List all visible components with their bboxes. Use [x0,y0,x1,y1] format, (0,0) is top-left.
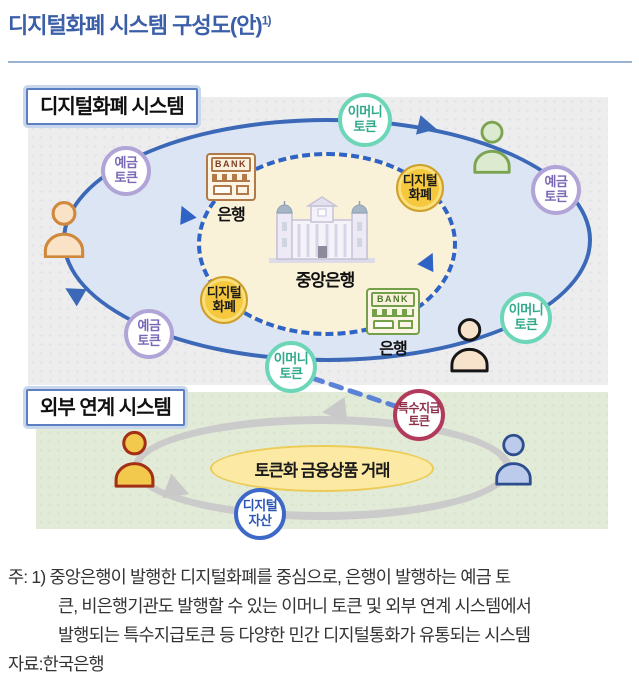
title-footnote-ref: 1) [261,13,272,28]
emoney-token-bottom: 이머니 토큰 [265,341,317,393]
user-icon-blue [495,433,532,486]
central-bank-building-icon [269,196,375,263]
bank-window [373,320,395,329]
bank-icon-orange: BANK [206,153,256,201]
title-divider [8,61,632,63]
emoney-token-top: 이머니 토큰 [338,93,392,147]
emoney-token-right: 이머니 토큰 [500,292,552,344]
external-system-label: 외부 연계 시스템 [26,389,185,426]
digital-currency-system-label: 디지털화폐 시스템 [26,88,198,125]
page-title: 디지털화폐 시스템 구성도(안)1) [8,8,272,40]
deposit-token-right: 예금 토큰 [531,165,581,215]
note-line: 발행되는 특수지급토큰 등 다양한 민간 디지털통화가 유통되는 시스템 [58,625,531,645]
cbdc-coin-bottom: 디지털 화폐 [200,276,248,324]
special-payment-token: 특수지급 토큰 [393,389,445,441]
note-line: 주: 1) 중앙은행이 발행한 디지털화폐를 중심으로, 은행이 발행하는 예금… [8,567,511,587]
bank-sign-text: BANK [211,157,251,172]
bank-sign-text: BANK [371,292,415,307]
footnotes: 주: 1) 중앙은행이 발행한 디지털화폐를 중심으로, 은행이 발행하는 예금… [8,563,634,678]
page-title-text: 디지털화폐 시스템 구성도(안) [8,13,263,38]
bank-window [213,185,232,195]
bank-door [398,320,413,329]
bank-storefront [373,320,413,329]
digital-asset-token: 디지털 자산 [234,488,286,540]
bank-awning [212,174,250,182]
user-icon-green [473,120,511,174]
cbdc-coin-top: 디지털 화폐 [396,164,444,212]
source-line: 자료:한국은행 [8,654,105,674]
central-bank-label: 중앙은행 [295,271,356,290]
bank-icon-green: BANK [366,288,420,335]
note-line: 큰, 비은행기관도 발행할 수 있는 이머니 토큰 및 외부 연계 시스템에서 [58,596,532,616]
bank-awning [372,309,414,317]
user-icon-orange [43,201,85,258]
deposit-token-top-left: 예금 토큰 [101,146,151,196]
user-icon-red [114,430,155,488]
bank-label-orange: 은행 [217,207,245,224]
bank-door [235,185,249,195]
deposit-token-bottom-left: 예금 토큰 [124,309,174,359]
external-flow-arrow-top-icon [320,396,348,426]
user-icon-black [450,318,489,373]
bank-label-green: 은행 [379,341,407,358]
bank-storefront [213,185,249,195]
tokenized-transaction-ellipse: 토큰화 금융상품 거래 [210,445,434,492]
